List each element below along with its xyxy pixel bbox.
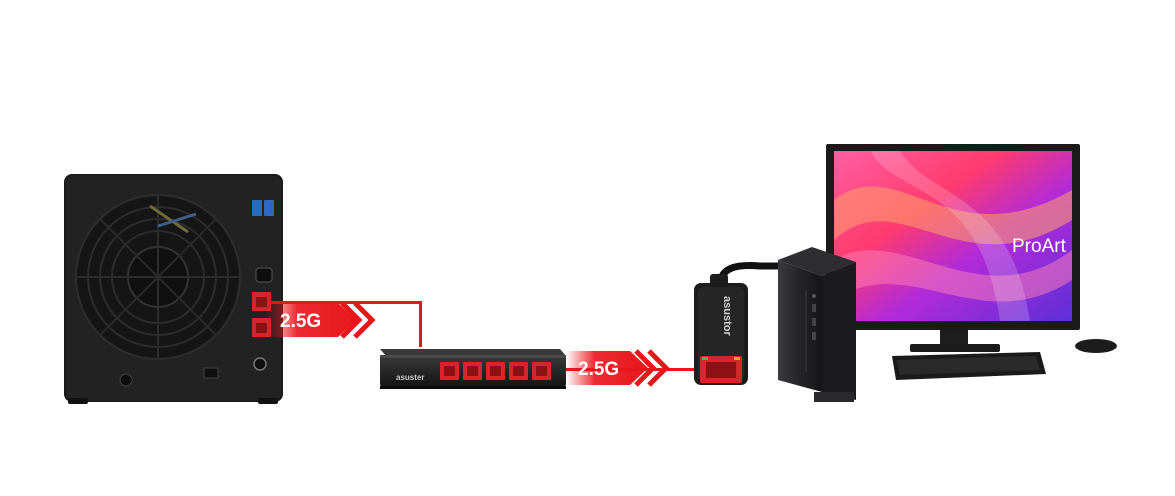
lock-slot-icon xyxy=(120,374,132,386)
speed-label: 2.5G xyxy=(280,311,321,332)
adapter-brand: asustor xyxy=(721,296,733,336)
usb-ethernet-adapter: asustor xyxy=(694,266,784,385)
cable-line xyxy=(419,301,422,347)
usb-port-icon xyxy=(252,200,262,216)
mouse-icon xyxy=(1075,339,1117,353)
fan-icon xyxy=(76,195,240,359)
link-2: 2.5G xyxy=(566,351,698,385)
hdmi-port-icon xyxy=(256,268,272,282)
power-button-icon xyxy=(254,358,266,370)
monitor: ProArt xyxy=(826,144,1080,352)
status-led xyxy=(734,357,740,360)
link-1: 2.5G xyxy=(265,301,422,347)
nas-device xyxy=(64,174,283,404)
usb-port-icon xyxy=(264,200,274,216)
desktop-tower xyxy=(778,247,856,402)
speed-label: 2.5G xyxy=(578,359,619,380)
switch-brand: asuster xyxy=(396,373,424,382)
power-button-icon xyxy=(812,294,816,298)
status-led xyxy=(702,357,708,360)
monitor-brand: ProArt xyxy=(1012,236,1067,257)
keyboard xyxy=(892,352,1046,380)
network-switch: asuster xyxy=(380,349,566,389)
